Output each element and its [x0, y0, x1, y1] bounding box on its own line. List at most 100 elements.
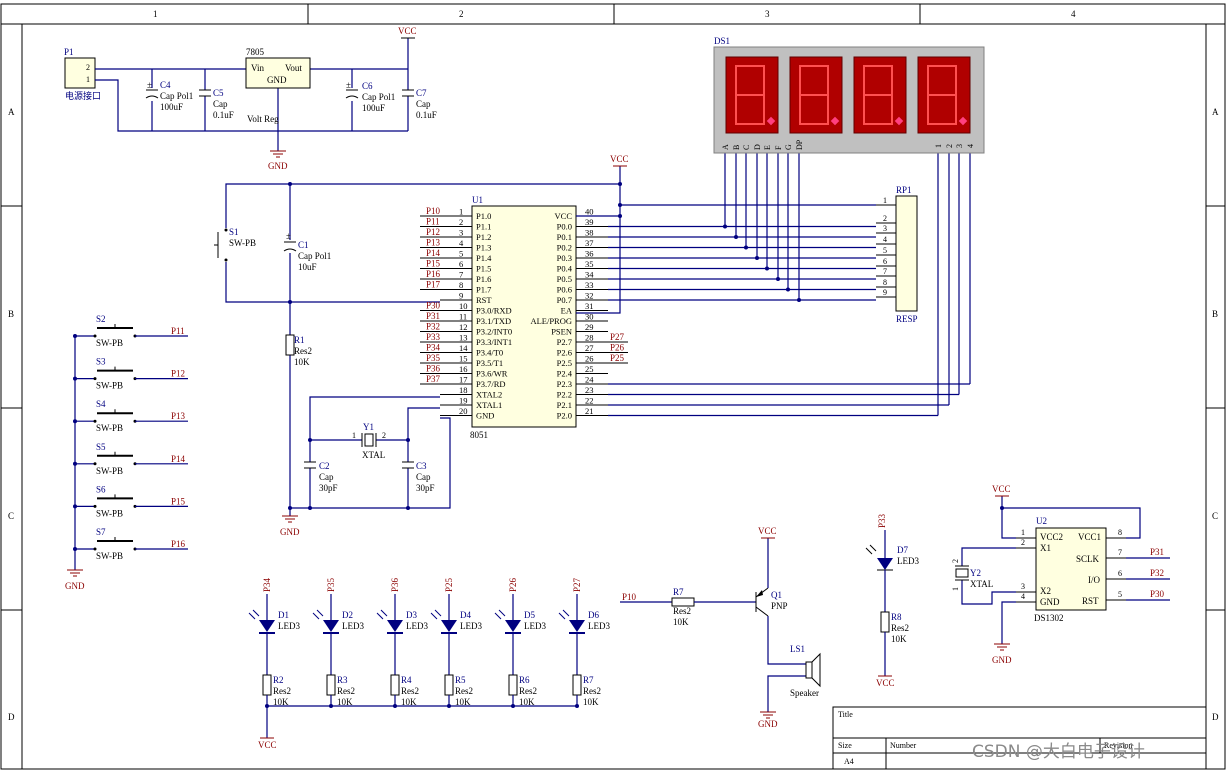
rp-pin-num-4: 4 [883, 235, 887, 244]
switch-contact-left-S4 [93, 419, 97, 423]
led-junction-D6 [575, 704, 579, 708]
u2-ref: U2 [1036, 516, 1047, 526]
mcu-pin-num-26: 26 [585, 354, 594, 364]
led-ref-D1: D1 [278, 610, 289, 620]
rp1-type: RESP [896, 314, 918, 324]
mcu-pin-name-24: P2.3 [557, 379, 572, 389]
led-type-D1: LED3 [278, 621, 300, 631]
c7-capacitor: C7 Cap 0.1uF [402, 88, 437, 120]
segment-junction-3 [755, 256, 759, 260]
vcc-label-power: VCC [398, 26, 417, 36]
switch-contact-left-S7 [93, 547, 97, 551]
c7-ref: C7 [416, 88, 427, 98]
mcu-pin-num-39: 39 [585, 217, 594, 227]
led-res-ref-R3: R3 [337, 675, 348, 685]
c1-ref: C1 [298, 240, 309, 250]
led-res-ref-R7: R7 [583, 675, 594, 685]
watermark-text: CSDN @大白电子设计 [972, 742, 1145, 762]
led-res-type-R7: Res2 [583, 686, 601, 696]
mcu-pin-num-27: 27 [585, 343, 594, 353]
mcu-pin-num-1: 1 [459, 207, 463, 217]
vcc-symbol-buzzer: VCC [758, 526, 777, 539]
r1-ref: R1 [294, 335, 305, 345]
led-triangle-D5 [505, 620, 521, 632]
led-ray1-D6 [558, 612, 566, 620]
mcu-pin-num-20: 20 [459, 406, 468, 416]
led-res-ref-R6: R6 [519, 675, 530, 685]
segment-junction-2 [744, 245, 748, 250]
reg-comment: Volt Reg [247, 114, 279, 124]
p1-label: 电源接口 [65, 90, 101, 102]
vcc-label-leds: VCC [258, 740, 277, 750]
mcu-pin-name-7: P1.6 [476, 274, 491, 284]
switch-contact-left-S2 [93, 334, 97, 338]
c6-type: Cap Pol1 [362, 92, 395, 102]
mcu-pin-name-40: VCC [555, 211, 573, 221]
p1-connector [64, 57, 96, 89]
y2-type: XTAL [970, 579, 993, 589]
led-ref-D4: D4 [460, 610, 471, 620]
mcu-pin-num-17: 17 [459, 375, 468, 385]
segment-pin-DP: DP [795, 139, 804, 150]
mcu-pin-name-10: P3.0/RXD [476, 306, 512, 316]
mcu-pin-num-2: 2 [459, 217, 463, 227]
c1-type: Cap Pol1 [298, 251, 331, 261]
mcu-net-label-P32: P32 [426, 322, 440, 332]
s1-switch: S1 SW-PB [214, 227, 256, 262]
mcu-pin-num-13: 13 [459, 333, 468, 343]
segment-pin-A: A [721, 144, 730, 150]
title-label: Title [838, 710, 853, 719]
mcu-net-label-P35: P35 [426, 353, 441, 363]
mcu-net-label-P31: P31 [426, 311, 440, 321]
gnd-symbol-rtc: GND [992, 643, 1012, 665]
led-res-value-R5: 10K [455, 697, 471, 707]
ds1-ref: DS1 [714, 36, 730, 46]
rp-pin-num-5: 5 [883, 246, 887, 255]
segment-pin-D: D [753, 144, 762, 150]
segment-junction-5 [776, 277, 780, 281]
c3-type: Cap [416, 472, 431, 482]
regulator-7805: 7805 Vin Vout GND Volt Reg [245, 47, 311, 124]
led-ray2-D6 [562, 609, 570, 617]
mcu-pin-num-14: 14 [459, 343, 468, 353]
led-ref-D6: D6 [588, 610, 599, 620]
led-array: P34D1LED3R2Res210KP35D2LED3R3Res210KP36D… [248, 577, 610, 738]
mcu-pin-num-22: 22 [585, 396, 594, 406]
crystal-section: 1 2 Y1 XTAL C2 Cap 30pF C3 Cap 30pF GND [280, 396, 451, 537]
mcu-pin-name-1: P1.0 [476, 211, 491, 221]
s1-type: SW-PB [229, 238, 256, 248]
d7-ref: D7 [897, 545, 908, 555]
led-ray2-D2 [316, 609, 324, 617]
u2-pin1-name: VCC2 [1040, 532, 1063, 542]
mcu-pin-num-29: 29 [585, 322, 594, 332]
switch-net-S2: P11 [171, 326, 185, 336]
rp-pin-num-7: 7 [883, 267, 887, 276]
d7-type: LED3 [897, 556, 919, 566]
u2-pin2-num: 2 [1021, 538, 1025, 547]
led-resistor-R7 [572, 674, 582, 696]
rp-pin-num-1: 1 [883, 196, 887, 205]
digit-segments-3 [863, 65, 893, 125]
r1-value: 10K [294, 357, 310, 367]
switch-net-S3: P12 [171, 369, 185, 379]
mcu-pin-num-34: 34 [585, 270, 594, 280]
u2-part: DS1302 [1034, 613, 1064, 623]
digit-pin-1: 1 [934, 144, 943, 148]
switch-ref-S5: S5 [96, 442, 106, 452]
d7-net: P33 [877, 513, 887, 528]
mcu-pin-num-5: 5 [459, 249, 463, 259]
u2-pin8-name: VCC1 [1078, 532, 1101, 542]
mcu-pin-name-36: P0.3 [557, 253, 572, 263]
mcu-pin-num-7: 7 [459, 270, 463, 280]
mcu-pin-name-14: P3.4/T0 [476, 348, 503, 358]
digit-pin-3: 3 [955, 144, 964, 148]
row-label-c-right: C [1212, 511, 1218, 521]
led-res-ref-R2: R2 [273, 675, 284, 685]
mcu-pin-num-9: 9 [459, 291, 463, 301]
led-ref-D2: D2 [342, 610, 353, 620]
row-label-d-right: D [1212, 712, 1219, 722]
segment-pin-F: F [774, 145, 783, 150]
y2-ref: Y2 [970, 568, 981, 578]
mcu-pin-num-11: 11 [459, 312, 467, 322]
